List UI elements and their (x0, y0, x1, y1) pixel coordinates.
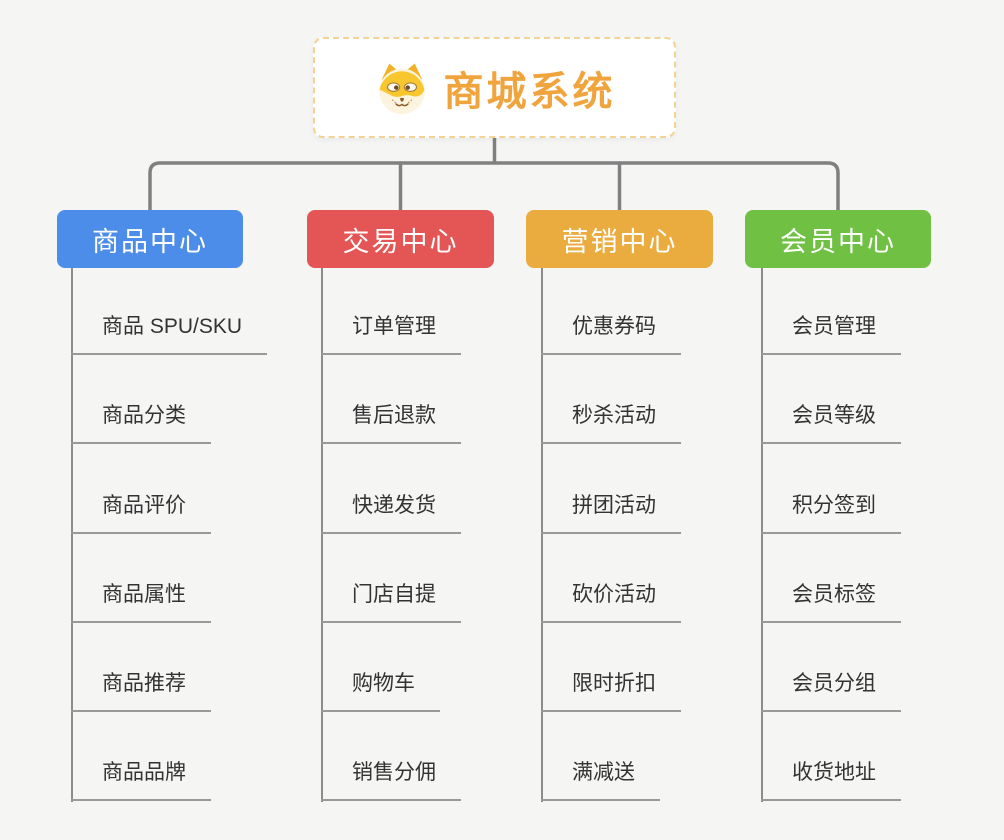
leaf-node[interactable]: 商品 SPU/SKU (71, 311, 268, 355)
leaf-node[interactable]: 商品评价 (71, 490, 211, 534)
branch-node-member-center[interactable]: 会员中心 (745, 210, 931, 268)
root-title: 商城系统 (443, 69, 616, 114)
branch-node-marketing-center[interactable]: 营销中心 (526, 210, 713, 268)
leaf-node[interactable]: 售后退款 (321, 400, 461, 444)
leaf-node[interactable]: 销售分佣 (321, 757, 461, 801)
leaf-node[interactable]: 商品属性 (71, 579, 211, 623)
branch-node-product-center[interactable]: 商品中心 (57, 210, 243, 268)
leaf-node[interactable]: 快递发货 (321, 490, 461, 534)
leaf-node[interactable]: 会员管理 (761, 311, 901, 355)
leaf-node[interactable]: 拼团活动 (541, 490, 681, 534)
branch-bus-connector (148, 161, 840, 212)
leaf-node[interactable]: 会员标签 (761, 579, 901, 623)
dog-face-icon (374, 61, 430, 115)
leaf-node[interactable]: 积分签到 (761, 490, 901, 534)
leaf-node[interactable]: 砍价活动 (541, 579, 681, 623)
leaf-node[interactable]: 门店自提 (321, 579, 461, 623)
leaf-node[interactable]: 会员等级 (761, 400, 901, 444)
leaf-node[interactable]: 满减送 (541, 757, 660, 801)
leaf-node[interactable]: 优惠券码 (541, 311, 681, 355)
branch-node-trade-center[interactable]: 交易中心 (307, 210, 494, 268)
leaf-node[interactable]: 购物车 (321, 668, 440, 712)
leaf-node[interactable]: 商品推荐 (71, 668, 211, 712)
leaf-node[interactable]: 收货地址 (761, 757, 901, 801)
leaf-node[interactable]: 秒杀活动 (541, 400, 681, 444)
root-node[interactable]: 商城系统 (313, 37, 676, 138)
leaf-node[interactable]: 会员分组 (761, 668, 901, 712)
leaf-node[interactable]: 商品分类 (71, 400, 211, 444)
leaf-node[interactable]: 限时折扣 (541, 668, 681, 712)
leaf-node[interactable]: 订单管理 (321, 311, 461, 355)
leaf-node[interactable]: 商品品牌 (71, 757, 211, 801)
